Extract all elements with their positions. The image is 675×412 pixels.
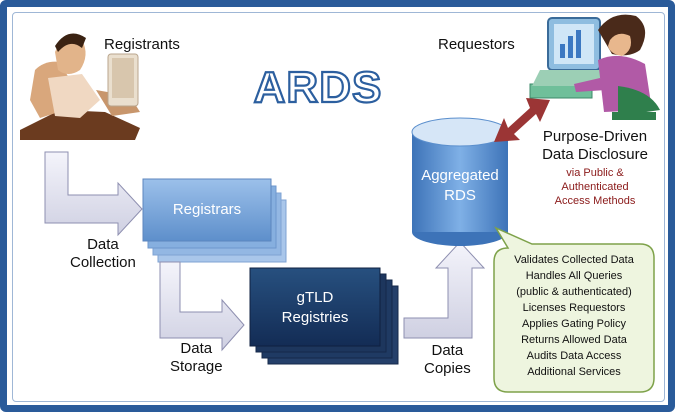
data-storage-label: Data Storage [170,340,223,376]
disclosure-sub-line-3: Access Methods [554,195,636,207]
gtld-line-1: gTLD [296,289,334,306]
gtld-stack [249,267,399,365]
rds-label: Aggregated RDS [412,166,508,206]
data-collection-line-2: Collection [70,254,136,271]
service-item: Licenses Requestors [522,302,626,314]
collection-arrow [44,151,143,237]
diagram-title: ARDS [254,63,383,112]
gtld-line-2: Registries [281,309,349,326]
data-storage-line-1: Data [180,340,213,357]
data-collection-line-1: Data [87,236,119,253]
services-callout [493,226,655,393]
rds-line-2: RDS [444,187,476,204]
disclosure-heading: Purpose-Driven Data Disclosure [530,128,660,164]
registrars-stack [142,178,287,263]
service-item: Validates Collected Data [514,254,634,266]
disclosure-double-arrow [494,98,550,142]
service-item: Returns Allowed Data [521,334,627,346]
requestor-figure-icon [529,14,660,120]
data-copies-line-2: Copies [424,360,471,377]
disclosure-sub: via Public & Authenticated Access Method… [540,166,650,208]
data-copies-line-1: Data [431,342,464,359]
data-copies-label: Data Copies [424,342,471,378]
disclosure-sub-line-1: via Public & [566,167,624,179]
service-item: Applies Gating Policy [522,318,626,330]
disclosure-sub-line-2: Authenticated [561,181,629,193]
disclosure-heading-line-2: Data Disclosure [542,146,648,163]
rds-line-1: Aggregated [421,167,499,184]
service-item: (public & authenticated) [516,286,632,298]
inner-border [12,12,665,402]
storage-arrow [159,261,245,352]
requestors-label: Requestors [438,36,515,53]
registrars-label: Registrars [172,201,242,218]
service-item: Audits Data Access [526,350,622,362]
copies-arrow [403,241,486,339]
disclosure-heading-line-1: Purpose-Driven [542,128,648,145]
rds-cylinder [411,117,509,246]
services-list: Validates Collected Data Handles All Que… [498,252,650,380]
data-collection-label: Data Collection [70,236,136,272]
data-storage-line-2: Storage [170,358,223,375]
registrant-figure-icon [20,33,140,140]
gtld-label: gTLD Registries [250,288,380,328]
registrants-label: Registrants [104,36,180,53]
service-item: Additional Services [527,366,621,378]
service-item: Handles All Queries [525,270,623,282]
